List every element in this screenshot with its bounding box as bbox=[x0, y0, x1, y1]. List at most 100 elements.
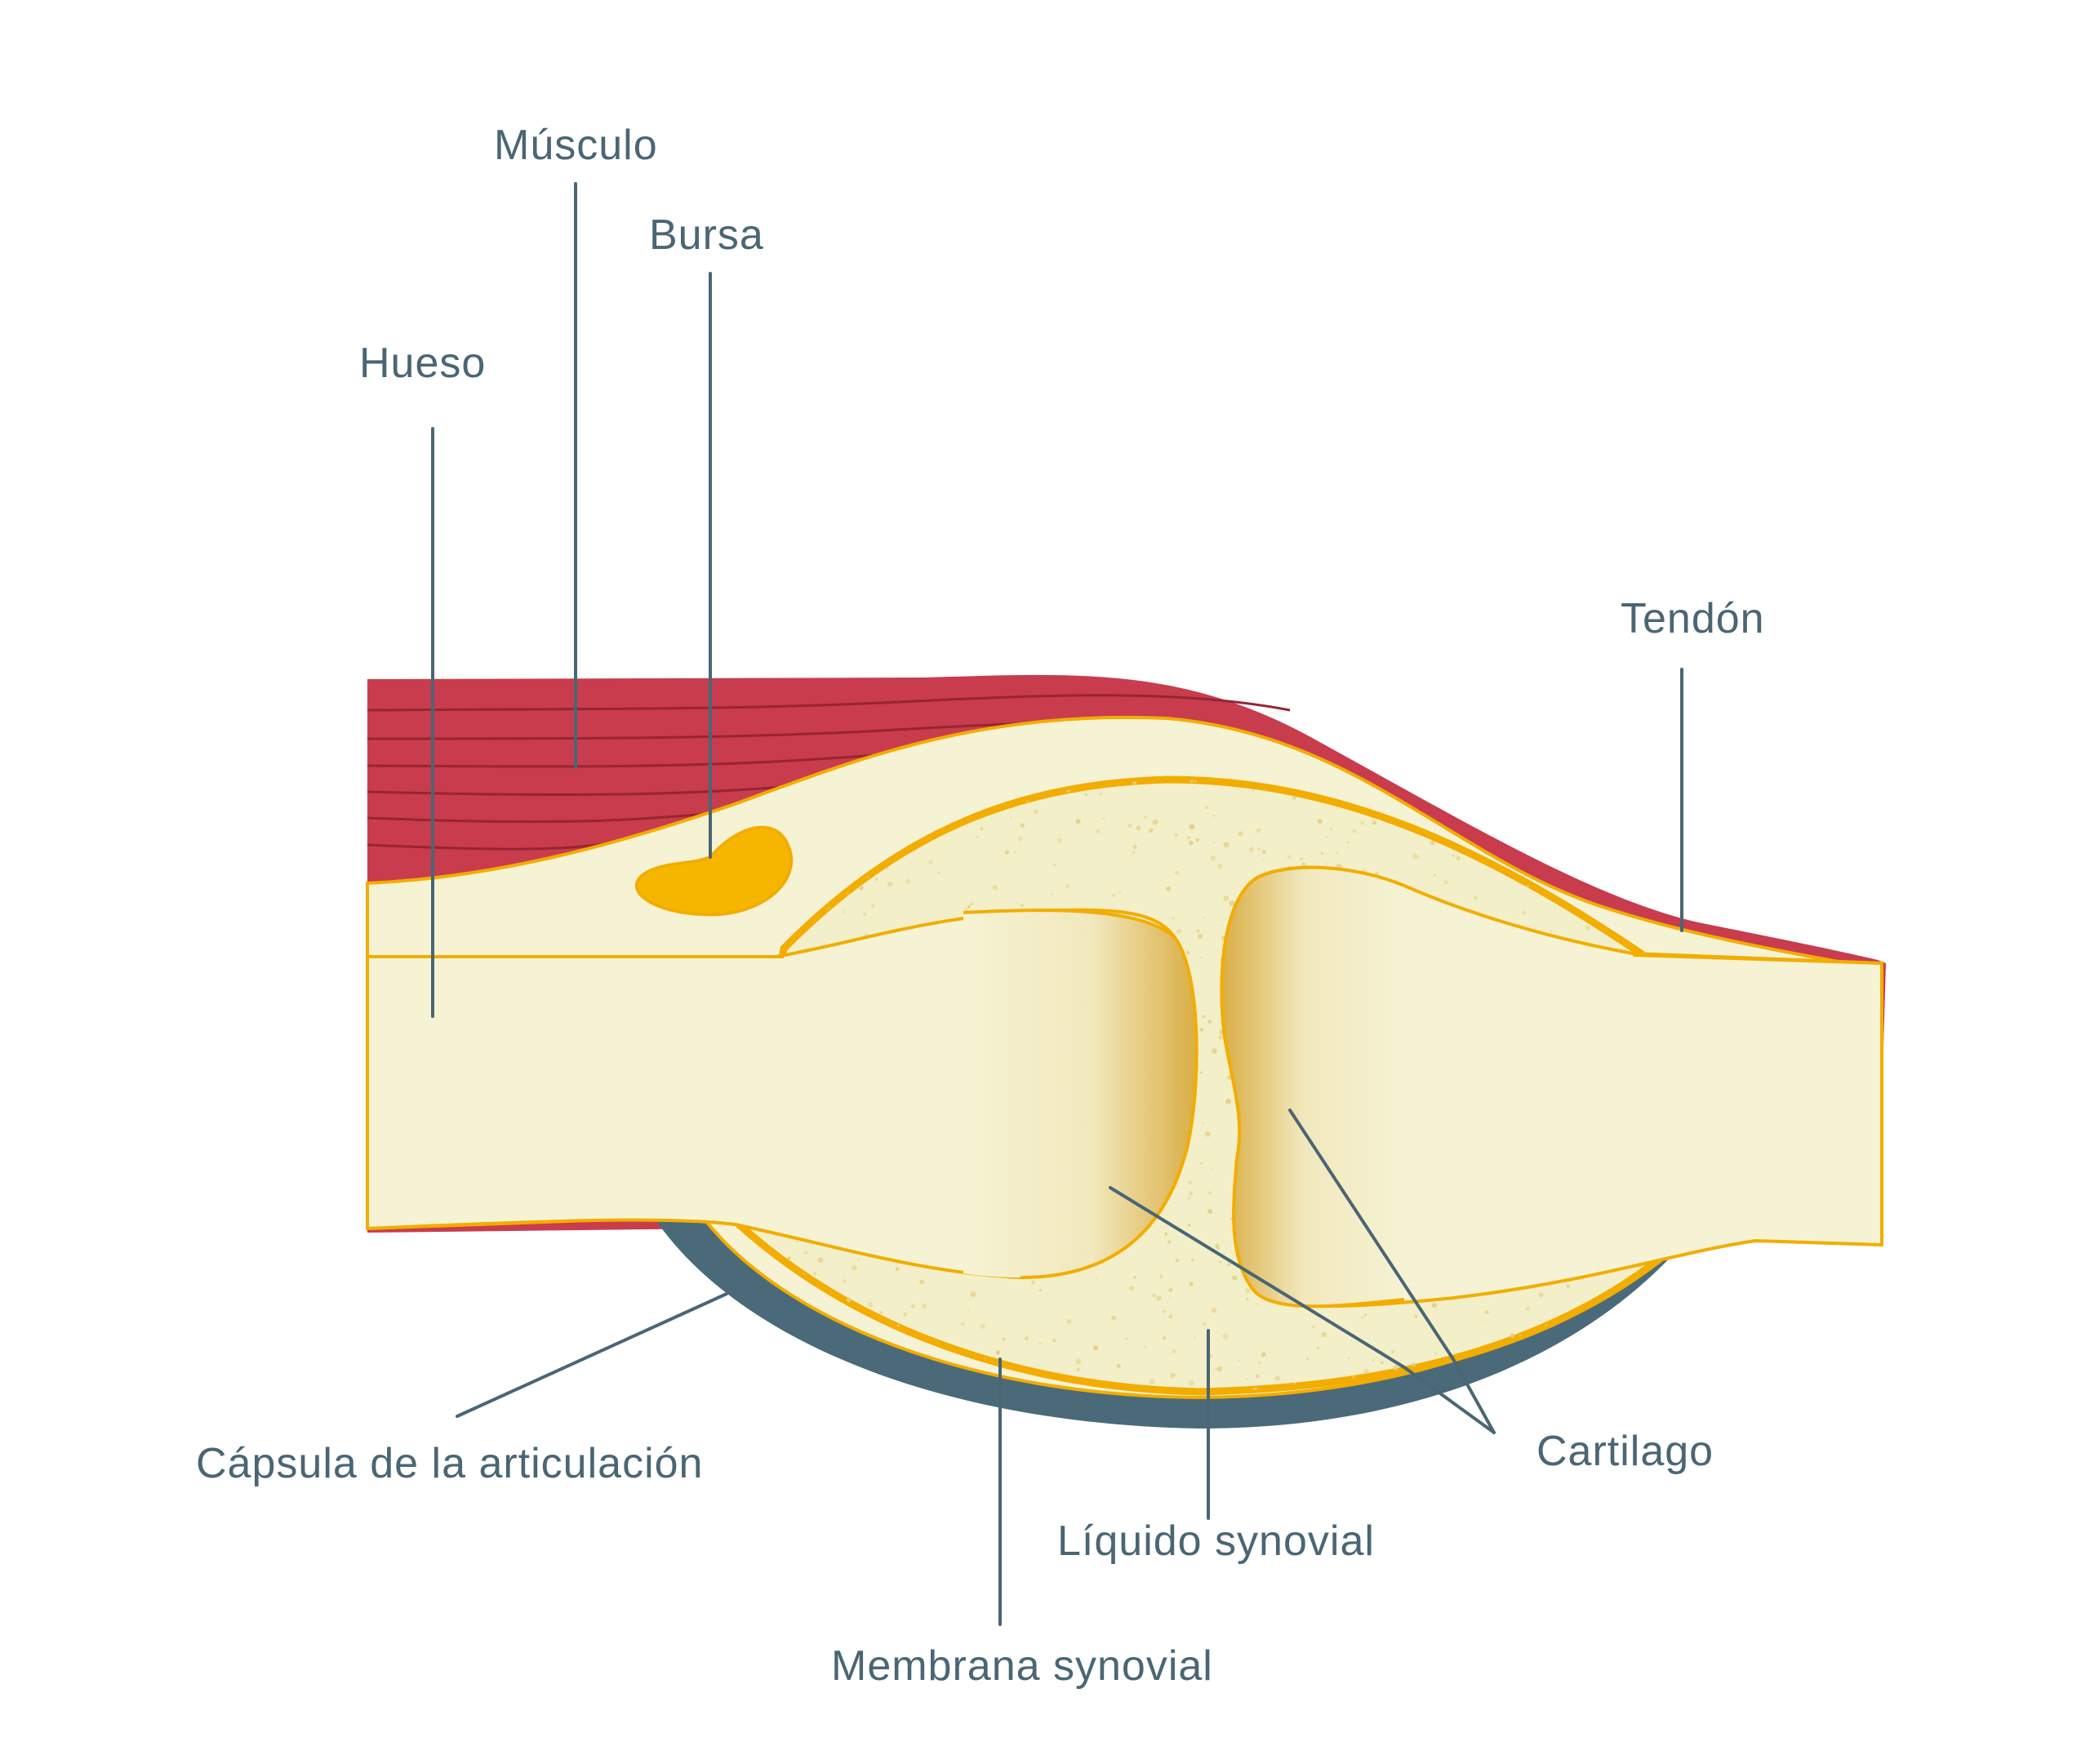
fluid-dot bbox=[1038, 1342, 1042, 1345]
fluid-dot bbox=[1492, 806, 1495, 808]
fluid-dot bbox=[1246, 1378, 1248, 1380]
fluid-dot bbox=[1227, 1263, 1231, 1266]
fluid-dot bbox=[1579, 802, 1584, 807]
fluid-dot bbox=[843, 911, 846, 913]
fluid-dot bbox=[1002, 1337, 1006, 1341]
fluid-dot bbox=[1084, 793, 1087, 796]
fluid-dot bbox=[1004, 850, 1010, 855]
fluid-dot bbox=[1075, 1358, 1082, 1365]
fluid-dot bbox=[803, 1250, 808, 1255]
fluid-dot bbox=[1566, 1284, 1570, 1288]
fluid-dot bbox=[1580, 1362, 1584, 1366]
fluid-dot bbox=[1287, 855, 1291, 859]
fluid-dot bbox=[896, 1324, 900, 1327]
fluid-dot bbox=[1225, 1098, 1232, 1104]
fluid-dot bbox=[1188, 840, 1194, 846]
fluid-dot bbox=[1163, 1336, 1167, 1340]
fluid-dot bbox=[1452, 854, 1455, 857]
fluid-dot bbox=[1200, 956, 1203, 959]
fluid-dot bbox=[1152, 1294, 1156, 1298]
fluid-dot bbox=[1215, 1367, 1217, 1371]
fluid-dot bbox=[1033, 809, 1038, 814]
fluid-dot bbox=[1462, 789, 1466, 793]
fluid-dot bbox=[1170, 1372, 1176, 1379]
fluid-dot bbox=[1348, 1357, 1351, 1359]
fluid-dot bbox=[970, 1291, 976, 1298]
fluid-dot bbox=[1617, 1307, 1623, 1312]
fluid-dot bbox=[1195, 838, 1199, 842]
label-hueso: Hueso bbox=[359, 340, 486, 387]
fluid-dot bbox=[1188, 1180, 1192, 1184]
fluid-dot bbox=[1133, 1276, 1136, 1279]
fluid-dot bbox=[1168, 1314, 1173, 1319]
fluid-dot bbox=[1361, 1316, 1364, 1319]
fluid-dot bbox=[995, 1350, 1001, 1355]
fluid-dot bbox=[1301, 862, 1306, 867]
fluid-dot bbox=[1372, 820, 1376, 825]
fluid-dot bbox=[1353, 829, 1357, 833]
fluid-dot bbox=[1262, 859, 1265, 861]
fluid-dot bbox=[1136, 825, 1141, 831]
fluid-dot bbox=[1188, 1380, 1194, 1386]
fluid-dot bbox=[992, 884, 998, 891]
label-membrana: Membrana synovial bbox=[831, 1642, 1213, 1690]
fluid-dot bbox=[964, 908, 968, 911]
capsule-shape bbox=[653, 1216, 1682, 1429]
fluid-dot bbox=[1545, 793, 1548, 796]
fluid-dot bbox=[1292, 795, 1296, 800]
fluid-dot bbox=[910, 1304, 915, 1309]
fluid-dot bbox=[1482, 1319, 1484, 1322]
fluid-dot bbox=[1190, 780, 1194, 784]
fluid-dot bbox=[1190, 1258, 1194, 1262]
fluid-dot bbox=[1185, 950, 1190, 955]
fluid-dot bbox=[980, 1323, 985, 1329]
fluid-dot bbox=[796, 1241, 798, 1243]
fluid-dot bbox=[739, 1380, 741, 1385]
fluid-dot bbox=[1661, 824, 1666, 830]
fluid-dot bbox=[1325, 836, 1328, 838]
fluid-dot bbox=[1510, 1333, 1515, 1339]
fluid-dot bbox=[1165, 886, 1172, 892]
fluid-dot bbox=[1038, 1288, 1043, 1292]
fluid-dot bbox=[1017, 836, 1023, 842]
fluid-dot bbox=[1050, 893, 1053, 895]
fluid-dot bbox=[1211, 1308, 1217, 1313]
fluid-dot bbox=[1649, 1299, 1652, 1302]
fluid-dot bbox=[1523, 1384, 1529, 1389]
fluid-dot bbox=[1525, 1306, 1531, 1311]
fluid-dot bbox=[1677, 780, 1680, 783]
fluid-dot bbox=[1152, 819, 1158, 825]
fluid-dot bbox=[1670, 1369, 1677, 1375]
fluid-dot bbox=[1144, 1345, 1146, 1349]
fluid-dot bbox=[1199, 1071, 1203, 1074]
fluid-dot bbox=[1551, 837, 1558, 843]
fluid-dot bbox=[760, 1339, 767, 1345]
fluid-dot bbox=[1669, 778, 1670, 780]
fluid-dot bbox=[1263, 789, 1266, 793]
fluid-dot bbox=[1434, 1353, 1437, 1355]
fluid-dot bbox=[1485, 1310, 1489, 1314]
fluid-dot bbox=[1246, 1297, 1249, 1300]
fluid-dot bbox=[1218, 1035, 1222, 1040]
fluid-dot bbox=[1175, 870, 1179, 875]
fluid-dot bbox=[1609, 792, 1613, 795]
fluid-dot bbox=[1194, 1336, 1196, 1339]
fluid-dot bbox=[1639, 788, 1643, 792]
label-musculo: Músculo bbox=[494, 122, 658, 169]
fluid-dot bbox=[1559, 1346, 1562, 1349]
fluid-dot bbox=[1129, 1286, 1134, 1291]
fluid-dot bbox=[1016, 902, 1018, 904]
fluid-dot bbox=[1176, 929, 1181, 934]
fluid-dot bbox=[937, 871, 940, 874]
fluid-dot bbox=[1256, 1303, 1259, 1305]
fluid-dot bbox=[1217, 864, 1223, 869]
fluid-dot bbox=[1024, 1336, 1029, 1341]
fluid-dot bbox=[1118, 891, 1122, 894]
fluid-dot bbox=[739, 1323, 744, 1329]
fluid-dot bbox=[1414, 1314, 1418, 1318]
fluid-dot bbox=[1519, 1334, 1522, 1337]
fluid-dot bbox=[1407, 783, 1409, 786]
fluid-dot bbox=[1329, 827, 1333, 831]
fluid-dot bbox=[1624, 1375, 1627, 1378]
fluid-dot bbox=[1053, 863, 1056, 866]
